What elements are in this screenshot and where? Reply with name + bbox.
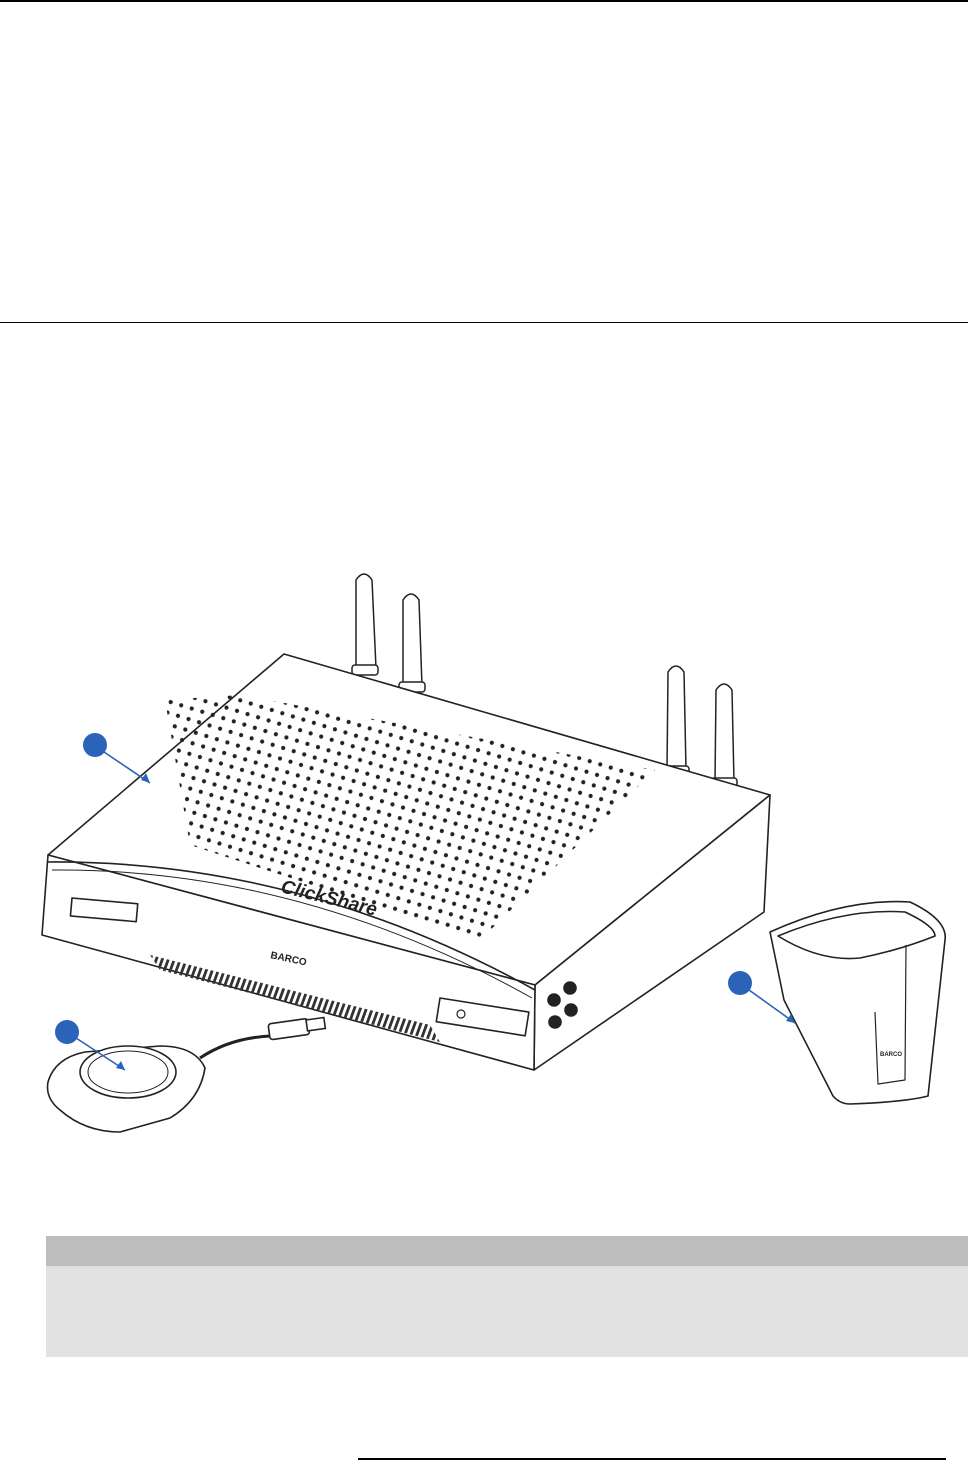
tray-logo-text: BARCO — [880, 1052, 902, 1058]
button-tray: BARCO — [770, 902, 945, 1104]
section-rule — [0, 322, 968, 323]
clickshare-button — [48, 1017, 326, 1132]
antenna-3 — [663, 666, 689, 776]
clickshare-package-illustration: ClickShare BARCO BARCO — [0, 540, 968, 1150]
footer-rule — [358, 1458, 946, 1460]
antenna-4 — [711, 684, 737, 788]
antenna-1 — [352, 574, 378, 675]
note-body — [46, 1268, 968, 1357]
top-rule — [0, 0, 968, 2]
antenna-2 — [399, 594, 425, 692]
note-header — [46, 1236, 968, 1268]
note-box — [46, 1236, 968, 1357]
callout-base-unit — [83, 733, 150, 783]
